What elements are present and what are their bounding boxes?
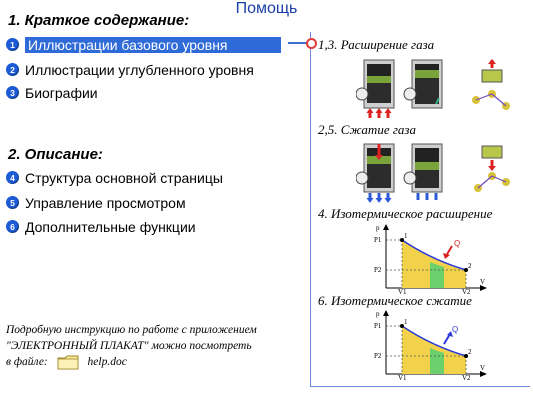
graph-point2-label: 2 (468, 348, 472, 356)
summary-heading: 1. Краткое содержание: (8, 12, 190, 29)
page-title: Помощь (235, 0, 298, 17)
graph-v1-label: V1 (398, 374, 407, 380)
number-badge: 3 (6, 86, 19, 99)
summary-item-biographies[interactable]: 3 Биографии (6, 83, 98, 102)
number-badge: 2 (6, 63, 19, 76)
graph-p1-label: P1 (374, 322, 382, 330)
number-badge: 5 (6, 196, 19, 209)
graph-p-axis-label: p (376, 224, 380, 232)
preview-item-title: 4. Изотермическое расширение (318, 206, 493, 221)
help-note-prefix: в файле: (6, 356, 48, 368)
summary-item-label: Биографии (25, 84, 98, 101)
graph-p-axis-label: p (376, 310, 380, 318)
help-note-line: "ЭЛЕКТРОННЫЙ ПЛАКАТ" можно посмотреть (6, 340, 252, 352)
preview-item-title: 1,3. Расширение газа (318, 37, 435, 52)
graph-p1-label: P1 (374, 236, 382, 244)
help-file-name[interactable]: help.doc (87, 356, 127, 368)
help-note: Подробную инструкцию по работе с приложе… (6, 322, 296, 370)
description-item-label: Управление просмотром (25, 194, 186, 211)
number-badge: 6 (6, 220, 19, 233)
graph-v-axis-label: V (480, 278, 485, 286)
help-note-line: Подробную инструкцию по работе с приложе… (6, 324, 257, 336)
graph-point1-label: 1 (404, 318, 408, 326)
graph-point2-label: 2 (468, 262, 472, 270)
number-badge: 1 (6, 38, 19, 51)
selection-marker (306, 38, 317, 49)
description-item-extra-functions[interactable]: 6 Дополнительные функции (6, 217, 196, 236)
isothermal-compression-graph: p V P1 P2 V1 V2 1 2 Q (374, 310, 487, 380)
folder-icon[interactable] (57, 355, 79, 370)
graph-v2-label: V2 (462, 374, 471, 380)
isothermal-expansion-graph: p V P1 P2 V1 V2 1 2 Q (374, 224, 487, 294)
description-item-label: Структура основной страницы (25, 169, 223, 186)
graph-v-axis-label: V (480, 364, 485, 372)
graph-v2-label: V2 (462, 288, 471, 294)
graph-v1-label: V1 (398, 288, 407, 294)
selection-connector (288, 42, 310, 44)
compression-illustration (356, 143, 510, 203)
summary-item-label: Иллюстрации базового уровня (25, 36, 281, 53)
preview-panel (310, 32, 530, 387)
preview-item-title: 6. Изотермическое сжатие (318, 293, 472, 308)
description-item-structure[interactable]: 4 Структура основной страницы (6, 168, 223, 187)
summary-item-advanced[interactable]: 2 Иллюстрации углубленного уровня (6, 60, 254, 79)
summary-item-basic[interactable]: 1 Иллюстрации базового уровня (6, 35, 281, 54)
number-badge: 4 (6, 171, 19, 184)
graph-heat-label: Q (452, 325, 458, 334)
expansion-illustration (356, 59, 510, 118)
graph-p2-label: P2 (374, 266, 382, 274)
description-item-view-control[interactable]: 5 Управление просмотром (6, 193, 186, 212)
preview-item-title: 2,5. Сжатие газа (318, 122, 416, 137)
graph-p2-label: P2 (374, 352, 382, 360)
graph-heat-label: Q (454, 239, 460, 248)
description-item-label: Дополнительные функции (25, 218, 196, 235)
graph-point1-label: 1 (404, 232, 408, 240)
description-heading: 2. Описание: (8, 146, 103, 163)
summary-item-label: Иллюстрации углубленного уровня (25, 61, 254, 78)
help-note-file-row: в файле: help.doc (6, 354, 296, 370)
